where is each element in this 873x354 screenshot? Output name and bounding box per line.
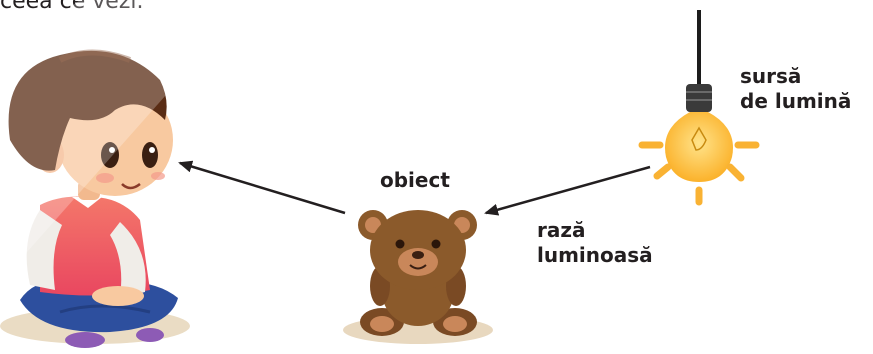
watermark-band (0, 0, 250, 260)
child-shoe (65, 332, 105, 348)
light-bulb-source (638, 10, 760, 206)
child-mouth (121, 182, 141, 190)
bulb-socket (686, 84, 712, 112)
reflected-ray-arrow (178, 160, 346, 215)
label-ray-line2: luminoasă (537, 243, 653, 267)
label-light-ray: rază luminoasă (537, 218, 653, 268)
label-ray-line1: rază (537, 218, 586, 242)
label-source-line1: sursă (740, 64, 802, 88)
label-object: obiect (380, 168, 450, 192)
bulb-glass (665, 112, 733, 182)
top-text-fragment: ceea ce vezi. (0, 0, 144, 14)
child-illustration (0, 49, 190, 348)
teddy-bear-object (343, 210, 493, 344)
label-source-line2: de lumină (740, 89, 852, 113)
light-ray-arrow (484, 165, 651, 216)
label-light-source: sursă de lumină (740, 64, 851, 114)
child-arm (26, 210, 63, 290)
child-hair (8, 50, 167, 171)
